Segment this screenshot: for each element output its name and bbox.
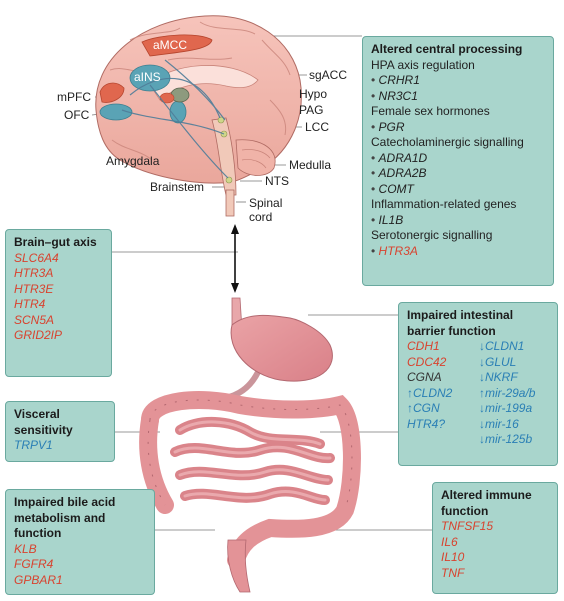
gene-name: TNF: [441, 565, 465, 580]
gene-name: IL1B: [378, 212, 404, 227]
central-gene-item: • IL1B: [371, 213, 545, 229]
gene-name: HTR3A: [378, 243, 418, 258]
gene-name: ADRA1D: [378, 150, 428, 165]
gene-name: ↓mir-125b: [479, 432, 533, 446]
gene-name: TNFSF15: [441, 519, 494, 533]
bullet-icon: •: [371, 212, 379, 227]
bullet-icon: •: [371, 181, 379, 196]
gene-name: SLC6A4: [14, 250, 59, 265]
gene-name: ↓NKRF: [479, 370, 518, 384]
gene-name: ↑mir-29a/b: [479, 385, 536, 400]
gene-name: HTR3A: [14, 266, 54, 280]
label-mpfc: mPFC: [57, 90, 91, 104]
central-group-heading: Catecholaminergic signalling: [371, 135, 524, 149]
gene-name: FGFR4: [14, 557, 54, 571]
central-gene-item: • ADRA1D: [371, 151, 545, 167]
central-gene-item: • CRHR1: [371, 73, 545, 89]
bullet-icon: •: [371, 119, 379, 134]
central-gene-item: • PGR: [371, 120, 545, 136]
bullet-icon: •: [371, 88, 379, 103]
central-processing-box: Altered central processing HPA axis regu…: [362, 36, 554, 286]
barrier-right-column: ↓CLDN1↓GLUL↓NKRF↑mir-29a/b↓mir-199a↓mir-…: [479, 339, 535, 448]
immune-function-title: Altered immune function: [441, 488, 532, 518]
central-gene-item: • ADRA2B: [371, 166, 545, 182]
label-spinal-cord: Spinal cord: [249, 196, 283, 224]
gene-name: CDC42: [407, 354, 447, 369]
gut-illustration: [139, 297, 361, 593]
central-group-heading: Serotonergic signalling: [371, 228, 493, 242]
label-lcc: LCC: [305, 120, 330, 134]
label-amcc: aMCC: [153, 38, 188, 52]
gene-name: SCN5A: [14, 312, 55, 327]
bullet-icon: •: [371, 166, 379, 180]
gene-name: HTR3E: [14, 281, 54, 296]
gene-name: CDH1: [407, 339, 440, 353]
gene-name: ↓GLUL: [479, 354, 517, 369]
brain-gut-arrow: [231, 224, 239, 293]
gene-name: COMT: [378, 181, 414, 196]
gene-name: TRPV1: [14, 438, 53, 452]
gene-name: IL10: [441, 550, 465, 564]
gene-name: PGR: [378, 119, 405, 134]
label-nts: NTS: [265, 174, 289, 188]
label-pag: PAG: [299, 103, 324, 117]
gene-name: GPBAR1: [14, 572, 63, 587]
bullet-icon: •: [371, 243, 379, 258]
bullet-icon: •: [371, 150, 379, 165]
central-group-heading: HPA axis regulation: [371, 57, 475, 72]
label-brainstem: Brainstem: [150, 180, 205, 194]
label-amygdala: Amygdala: [106, 154, 160, 168]
visceral-gene-list: TRPV1: [14, 438, 106, 454]
label-ains: aINS: [134, 70, 161, 84]
visceral-sensitivity-box: Visceral sensitivity TRPV1: [5, 401, 115, 462]
gene-name: HTR4?: [407, 416, 446, 431]
bullet-icon: •: [371, 73, 379, 87]
central-gene-item: • HTR3A: [371, 244, 545, 260]
amcc-region: [141, 34, 213, 57]
central-processing-title: Altered central processing: [371, 42, 523, 56]
gene-name: ↑CLDN2: [407, 385, 453, 400]
gene-name: ↓CLDN1: [479, 339, 525, 353]
central-gene-item: • NR3C1: [371, 89, 545, 105]
gene-name: ↑CGN: [407, 401, 440, 415]
visceral-sensitivity-title: Visceral sensitivity: [14, 407, 73, 437]
gene-name: ADRA2B: [378, 166, 427, 180]
barrier-function-title: Impaired intestinal barrier function: [407, 308, 514, 338]
gene-name: ↓mir-16: [479, 416, 519, 431]
gene-name: CRHR1: [378, 73, 420, 87]
barrier-function-box: Impaired intestinal barrier function CDH…: [398, 302, 558, 466]
bile-acid-box: Impaired bile acid metabolism and functi…: [5, 489, 155, 595]
label-ofc: OFC: [64, 108, 90, 122]
gene-name: GRID2IP: [14, 328, 63, 342]
central-group-heading: Female sex hormones: [371, 104, 490, 118]
gene-name: CGNA: [407, 370, 442, 384]
gene-name: IL6: [441, 534, 458, 549]
gene-name: HTR4: [14, 297, 46, 311]
gene-name: NR3C1: [378, 88, 418, 103]
bile-acid-title: Impaired bile acid metabolism and functi…: [14, 495, 116, 540]
brain-gut-axis-title: Brain–gut axis: [14, 235, 97, 249]
central-gene-item: • COMT: [371, 182, 545, 198]
gene-name: KLB: [14, 541, 37, 556]
label-medulla: Medulla: [289, 158, 332, 172]
label-hypo: Hypo: [299, 87, 328, 101]
central-group-heading: Inflammation-related genes: [371, 197, 517, 211]
gene-name: ↓mir-199a: [479, 401, 533, 415]
brain-illustration: [95, 15, 302, 217]
label-sgacc: sgACC: [309, 68, 348, 82]
